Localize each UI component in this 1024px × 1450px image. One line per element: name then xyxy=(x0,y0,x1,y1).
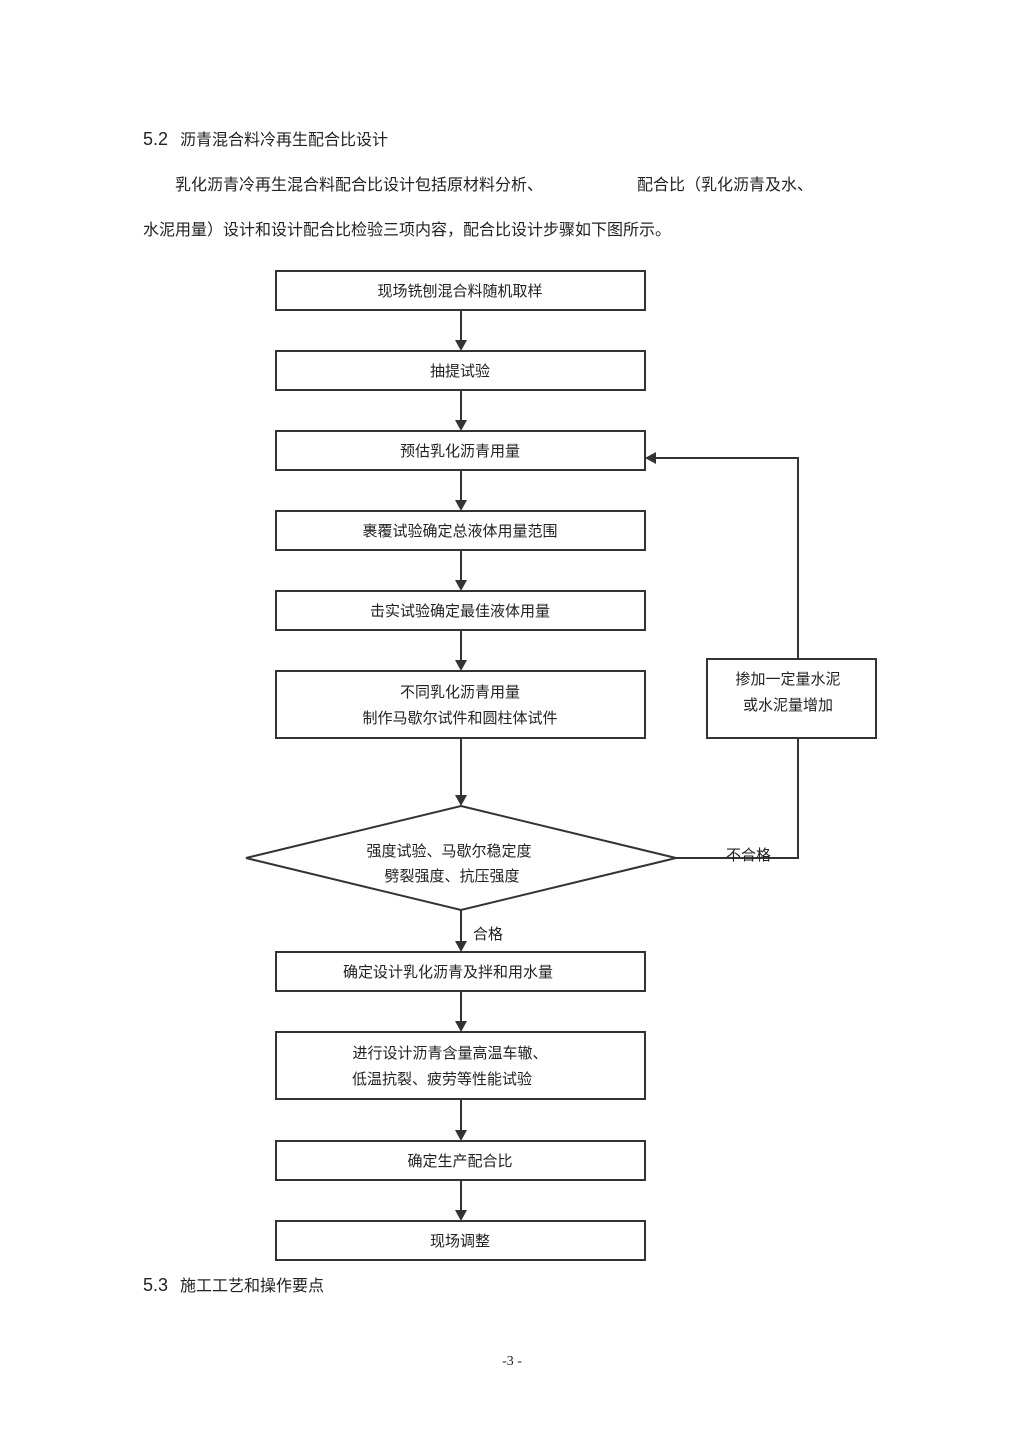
feedback-label-2: 或水泥量增加 xyxy=(743,696,833,714)
paragraph-line-1a: 乳化沥青冷再生混合料配合比设计包括原材料分析、 xyxy=(175,175,544,194)
step-design-emulsion-water-label: 确定设计乳化沥青及拌和用水量 xyxy=(343,963,553,981)
fail-loop xyxy=(645,452,799,859)
arrowhead-5 xyxy=(455,660,467,671)
flow-connectors xyxy=(455,310,467,1221)
fail-line-up xyxy=(676,738,799,859)
section-title: 沥青混合料冷再生配合比设计 xyxy=(180,130,389,149)
step-coating-test: 裹覆试验确定总液体用量范围 xyxy=(275,510,646,551)
section-heading-5-2: 5.2 沥青混合料冷再生配合比设计 xyxy=(143,126,388,150)
loop-back-line xyxy=(655,457,799,659)
page-number: -3 - xyxy=(502,1354,522,1369)
step-sampling: 现场铣刨混合料随机取样 xyxy=(275,270,646,311)
step-sampling-label: 现场铣刨混合料随机取样 xyxy=(377,282,542,300)
pass-label: 合格 xyxy=(473,925,503,943)
arrowhead-10 xyxy=(455,1210,467,1221)
paragraph-line-2: 水泥用量）设计和设计配合比检验三项内容，配合比设计步骤如下图所示。 xyxy=(143,220,672,239)
step-compaction-test: 击实试验确定最佳液体用量 xyxy=(275,590,646,631)
section-number: 5.2 xyxy=(143,129,169,149)
fail-label: 不合格 xyxy=(726,846,771,864)
step-coating-test-label: 裹覆试验确定总液体用量范围 xyxy=(362,522,557,540)
feedback-add-cement: 掺加一定量水泥 或水泥量增加 xyxy=(706,658,877,739)
arrowhead-1 xyxy=(455,340,467,351)
step-performance-tests-label-2: 低温抗裂、疲劳等性能试验 xyxy=(352,1070,532,1088)
decision-label-2: 劈裂强度、抗压强度 xyxy=(384,867,519,885)
step-performance-tests: 进行设计沥青含量高温车辙、 低温抗裂、疲劳等性能试验 xyxy=(275,1031,646,1100)
feedback-label-1: 掺加一定量水泥 xyxy=(735,670,840,688)
arrowhead-2 xyxy=(455,420,467,431)
arrowhead-9 xyxy=(455,1130,467,1141)
loop-arrowhead xyxy=(645,452,656,464)
paragraph-line-1b: 配合比（乳化沥青及水、 xyxy=(637,175,814,194)
step-specimens: 不同乳化沥青用量 制作马歇尔试件和圆柱体试件 xyxy=(275,670,646,739)
arrowhead-8 xyxy=(455,1021,467,1032)
arrowhead-3 xyxy=(455,500,467,511)
step-performance-tests-label-1: 进行设计沥青含量高温车辙、 xyxy=(352,1044,547,1062)
step-extraction-label: 抽提试验 xyxy=(430,362,490,380)
section-title: 施工工艺和操作要点 xyxy=(180,1276,325,1295)
decision-label-1: 强度试验、马歇尔稳定度 xyxy=(366,842,531,860)
step-field-adjustment-label: 现场调整 xyxy=(430,1232,490,1250)
section-number: 5.3 xyxy=(143,1275,169,1295)
step-design-emulsion-water: 确定设计乳化沥青及拌和用水量 xyxy=(275,951,646,992)
decision-strength-tests: 强度试验、马歇尔稳定度 劈裂强度、抗压强度 xyxy=(245,804,677,912)
arrowhead-6 xyxy=(455,795,467,806)
step-compaction-test-label: 击实试验确定最佳液体用量 xyxy=(370,602,550,620)
step-specimens-label-1: 不同乳化沥青用量 xyxy=(400,683,520,701)
step-estimate-emulsion-label: 预估乳化沥青用量 xyxy=(400,442,520,460)
step-production-mix-label: 确定生产配合比 xyxy=(407,1152,512,1170)
step-production-mix: 确定生产配合比 xyxy=(275,1140,646,1181)
arrowhead-4 xyxy=(455,580,467,591)
step-estimate-emulsion: 预估乳化沥青用量 xyxy=(275,430,646,471)
section-heading-5-3: 5.3 施工工艺和操作要点 xyxy=(143,1272,324,1296)
step-extraction: 抽提试验 xyxy=(275,350,646,391)
arrowhead-pass xyxy=(455,941,467,952)
step-specimens-label-2: 制作马歇尔试件和圆柱体试件 xyxy=(362,709,557,727)
step-field-adjustment: 现场调整 xyxy=(275,1220,646,1261)
